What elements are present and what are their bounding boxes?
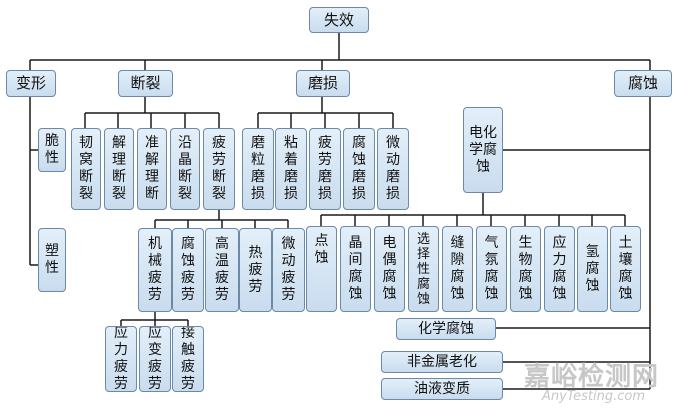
- fatigue-mechanical: 机械疲劳: [138, 228, 172, 312]
- category-deformation: 变形: [6, 70, 56, 97]
- wear-corrosive: 腐蚀磨损: [343, 128, 375, 210]
- fatigue-thermal: 热疲劳: [239, 228, 272, 312]
- fatigue-corrosion: 腐蚀疲劳: [172, 228, 204, 312]
- wear-fretting: 微动磨损: [377, 128, 409, 210]
- category-corrosion: 腐蚀: [614, 70, 672, 97]
- wear-fatigue: 疲劳磨损: [309, 128, 341, 210]
- fracture-cleavage: 解理断裂: [104, 128, 134, 210]
- wear-abrasive: 磨粒磨损: [242, 128, 274, 210]
- mechanical-fatigue-stress: 应力疲劳: [105, 326, 137, 392]
- fracture-dimple: 韧窝断裂: [71, 128, 101, 210]
- mechanical-fatigue-contact: 接触疲劳: [172, 326, 204, 392]
- watermark-en: AnyTesting.com: [542, 389, 646, 404]
- electrochemical-biological: 生物腐蚀: [510, 226, 541, 312]
- category-fracture: 断裂: [118, 70, 173, 97]
- electrochemical-atmospheric: 气氛腐蚀: [476, 226, 507, 312]
- oil-degradation: 油液变质: [381, 378, 503, 400]
- electrochemical-stress: 应力腐蚀: [544, 226, 575, 312]
- fracture-fatigue: 疲劳断裂: [203, 128, 235, 210]
- fatigue-high-temperature: 高温疲劳: [205, 228, 239, 312]
- fatigue-fretting: 微动疲劳: [272, 228, 305, 312]
- electrochemical-selective: 选择性腐蚀: [408, 226, 439, 312]
- electrochemical-crevice: 缝隙腐蚀: [442, 226, 473, 312]
- category-wear: 磨损: [296, 70, 350, 97]
- corrosion-electrochemical: 电化学腐蚀: [463, 107, 503, 193]
- deformation-brittle: 脆性: [38, 128, 66, 172]
- deformation-plastic: 塑性: [38, 228, 66, 292]
- electrochemical-soil: 土壤腐蚀: [610, 226, 641, 312]
- electrochemical-pitting: 点蚀: [306, 226, 337, 312]
- electrochemical-galvanic: 电偶腐蚀: [374, 226, 405, 312]
- corrosion-chemical: 化学腐蚀: [396, 318, 496, 340]
- fracture-intergranular: 沿晶断裂: [170, 128, 200, 210]
- fracture-quasi-cleavage: 准解理断: [137, 128, 167, 210]
- electrochemical-intergranular: 晶间腐蚀: [340, 226, 371, 312]
- root-failure-box: 失效: [309, 7, 369, 33]
- watermark-cn: 嘉峪检测网: [524, 362, 660, 392]
- nonmetal-aging: 非金属老化: [381, 351, 503, 373]
- wear-adhesive: 粘着磨损: [275, 128, 307, 210]
- electrochemical-hydrogen: 氢腐蚀: [577, 226, 608, 312]
- mechanical-fatigue-strain: 应变疲劳: [139, 326, 171, 392]
